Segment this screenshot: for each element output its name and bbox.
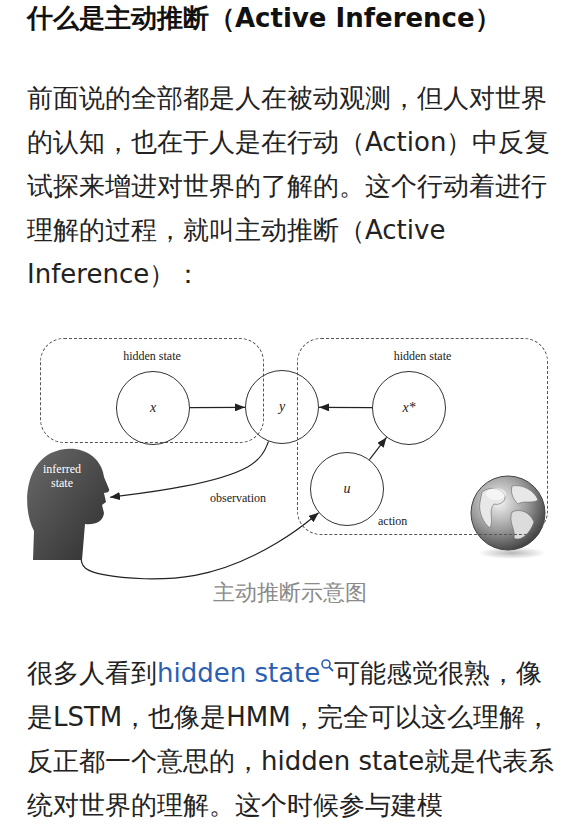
connector-arrow [81,513,318,579]
connector-arrow [319,407,372,409]
action-label: action [378,514,407,529]
article-heading: 什么是主动推断（Active Inference） [27,0,567,36]
search-icon-lens [322,660,330,668]
globe-icon [471,476,546,559]
head-label: inferred state [31,462,93,490]
variable-circle: x [116,371,190,445]
link-text: hidden state [157,658,320,688]
paragraph-text: 很多人看到 [27,658,157,688]
globe-continent [511,486,538,504]
variable-label: x* [402,400,415,416]
body-paragraph: 很多人看到hidden state可能感觉很熟，像是LSTM，也像是HMM，完全… [27,651,555,825]
variable-circle: x* [372,371,446,445]
head-silhouette: inferred state [25,445,110,560]
variable-label: y [279,399,285,415]
search-icon-handle [329,667,333,671]
figure-caption: 主动推断示意图 [0,579,580,607]
connector-arrow [110,441,268,497]
hidden-state-region: hidden state x* u [297,338,548,535]
edge-label: observation [208,491,268,506]
variable-circle: y [245,370,319,444]
region-heading: hidden state [298,349,547,364]
globe-sphere [471,476,545,550]
head-shape [27,449,109,560]
search-icon [321,659,334,672]
hidden-state-region: hidden state x [40,338,264,443]
globe-highlight [486,488,506,500]
variable-label: u [344,481,351,497]
connector-arrow [190,407,245,409]
connector-arrow [369,437,386,459]
globe-continent [480,488,505,528]
region-heading: hidden state [41,349,263,364]
variable-circle: u [310,452,384,526]
variable-label: x [150,400,156,416]
body-paragraph: 前面说的全部都是人在被动观测，但人对世界的认知，也在于人是在行动（Action）… [27,76,555,296]
